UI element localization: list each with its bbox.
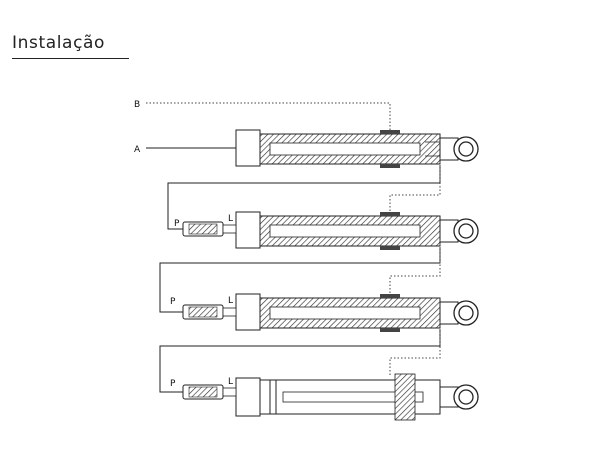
return-3-4 [389, 322, 441, 376]
page-title: Instalação [12, 33, 106, 53]
label-a: A [134, 145, 141, 155]
hose-1-2 [167, 166, 441, 230]
label-l-4: L [228, 377, 233, 387]
label-l-2: L [228, 214, 233, 224]
title-underline [12, 58, 129, 60]
cylinder-4 [235, 373, 479, 421]
label-b: B [134, 100, 140, 110]
label-p-4: P [170, 379, 176, 389]
return-2-3 [389, 240, 441, 294]
check-valve-2 [182, 221, 237, 237]
check-valve-3 [182, 304, 237, 320]
cylinder-3 [235, 293, 479, 332]
label-p-2: P [174, 219, 180, 229]
return-1-2 [389, 158, 441, 212]
cylinder-1 [235, 129, 479, 168]
check-valve-4 [182, 384, 237, 400]
label-p-3: P [170, 297, 176, 307]
line-b [146, 102, 391, 130]
cylinder-2 [235, 211, 479, 250]
label-l-3: L [228, 296, 233, 306]
